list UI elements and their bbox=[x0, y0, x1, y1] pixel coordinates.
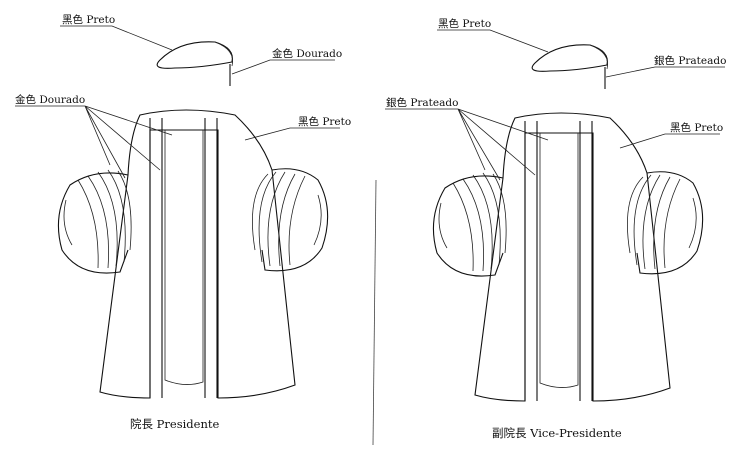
trim-color-label: 金色 Dourado bbox=[15, 93, 85, 106]
tassel-color-label: 銀色 Prateado bbox=[654, 54, 726, 67]
cap-color-label: 黑色 Preto bbox=[62, 13, 115, 26]
figure-caption: 院長 Presidente bbox=[130, 417, 219, 431]
divider-line bbox=[372, 179, 377, 446]
cap-color-label: 黑色 Preto bbox=[438, 17, 491, 30]
vice-president-robe-figure: 黑色 Preto 銀色 Prateado 銀色 Prateado 黑色 Pret… bbox=[385, 17, 726, 440]
figure-caption: 副院長 Vice-Presidente bbox=[492, 426, 622, 440]
body-color-label: 黑色 Preto bbox=[298, 115, 351, 128]
robe-drawing bbox=[57, 41, 329, 399]
president-robe-figure: 黑色 Preto 金色 Dourado 金色 Dourado 黑色 Preto … bbox=[15, 13, 351, 431]
body-color-label: 黑色 Preto bbox=[670, 121, 723, 134]
trim-color-label: 銀色 Prateado bbox=[386, 96, 458, 109]
robe-drawing bbox=[432, 44, 704, 402]
tassel-color-label: 金色 Dourado bbox=[272, 47, 342, 60]
